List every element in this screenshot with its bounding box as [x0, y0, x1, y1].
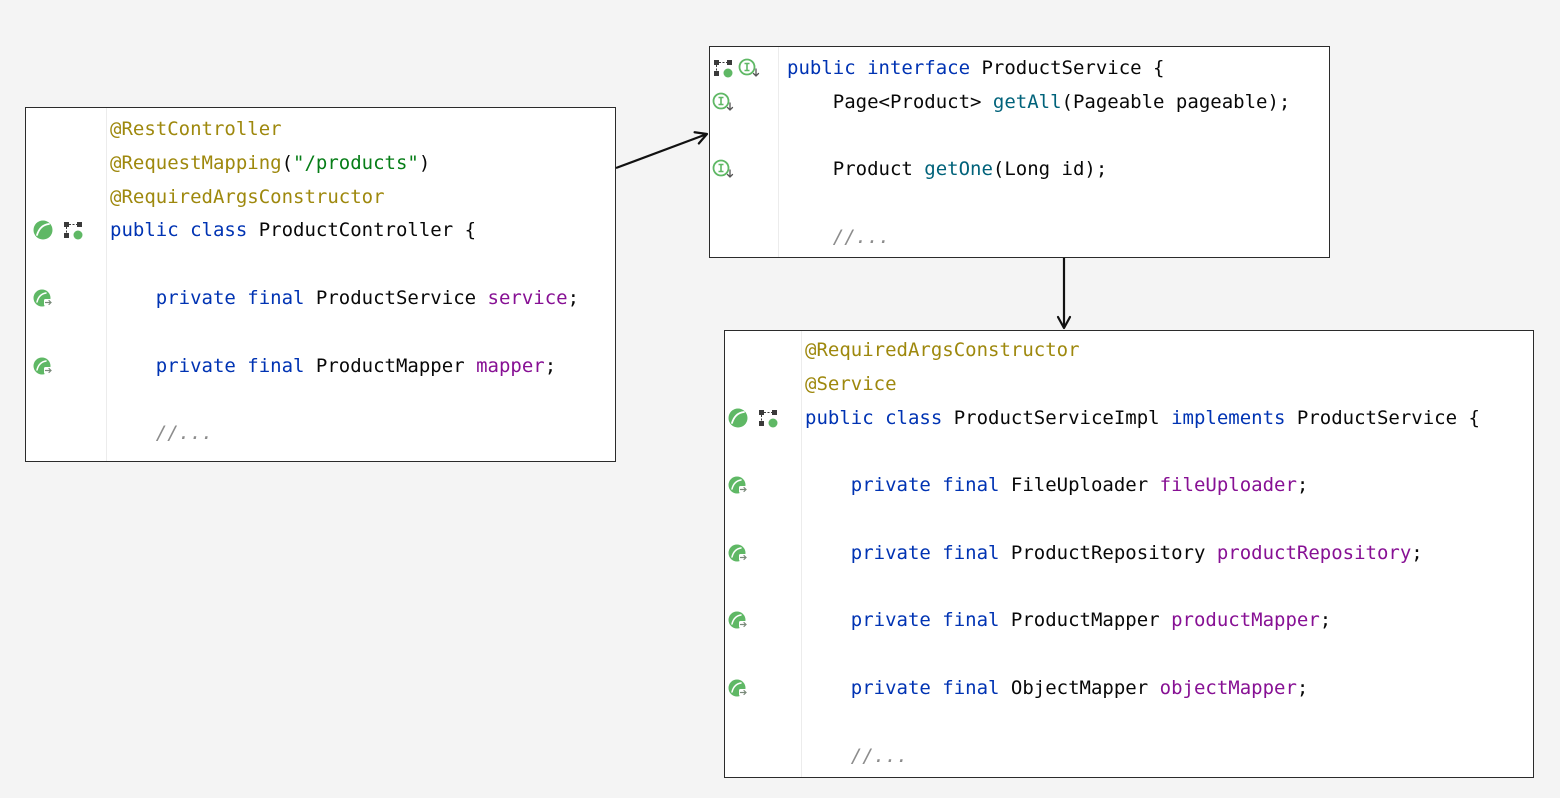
code-token-plain: ProductService {	[1296, 406, 1480, 429]
spring-bean-icon[interactable]	[32, 219, 54, 241]
code-token-plain: ProductMapper	[1010, 609, 1172, 632]
interface-code-panel: public interface ProductService { Page<P…	[709, 46, 1330, 258]
code-line: private final FileUploader fileUploader;	[805, 473, 1309, 497]
implemented-interface-icon[interactable]	[712, 158, 734, 180]
code-token-field: mapper	[476, 354, 545, 377]
code-token-annotation: @RequiredArgsConstructor	[110, 185, 385, 208]
autowired-injection-icon[interactable]	[727, 609, 749, 631]
code-line: @RequestMapping("/products")	[110, 151, 430, 175]
code-token-plain: )	[418, 151, 431, 174]
autowired-injection-icon[interactable]	[727, 542, 749, 564]
code-token-keyword: private	[805, 541, 943, 564]
autowired-injection-icon[interactable]	[32, 355, 54, 377]
code-token-field: service	[487, 287, 568, 309]
code-token-plain: ;	[1319, 609, 1332, 632]
bean-dependency-graph-icon[interactable]	[712, 57, 734, 79]
code-token-annotation: @Service	[805, 372, 897, 395]
code-token-annotation: @RestController	[110, 118, 282, 140]
code-line: //...	[110, 421, 213, 445]
code-token-keyword: private	[805, 609, 943, 632]
code-token-comment: //...	[787, 226, 890, 248]
code-token-keyword: private	[110, 354, 248, 377]
implemented-interface-icon[interactable]	[738, 57, 760, 79]
code-token-plain: ProductService {	[981, 57, 1165, 79]
code-token-method: getOne	[924, 158, 993, 181]
code-token-keyword: private	[110, 287, 248, 309]
code-line: //...	[805, 744, 908, 768]
code-token-plain: (Pageable pageable);	[1061, 90, 1291, 113]
code-token-plain: ObjectMapper	[1010, 677, 1160, 699]
bean-dependency-graph-icon[interactable]	[757, 407, 779, 429]
code-token-plain: FileUploader	[1010, 474, 1160, 497]
controller-code-panel: @RestController @RequestMapping("/product…	[25, 107, 616, 462]
code-line: public class ProductServiceImpl implemen…	[805, 406, 1480, 430]
code-line: public class ProductController {	[110, 218, 476, 242]
code-line: private final ProductMapper mapper;	[110, 354, 556, 378]
code-token-keyword: private	[805, 677, 943, 699]
implemented-interface-icon[interactable]	[712, 91, 734, 113]
autowired-injection-icon[interactable]	[32, 287, 54, 309]
code-token-method: getAll	[992, 90, 1062, 113]
code-line: private final ProductMapper productMappe…	[805, 608, 1332, 632]
code-token-keyword: final	[942, 474, 1011, 497]
bean-dependency-graph-icon[interactable]	[62, 219, 84, 241]
code-token-field: objectMapper	[1159, 677, 1297, 699]
code-line: //...	[787, 225, 890, 249]
code-token-annotation: @RequiredArgsConstructor	[805, 339, 1080, 361]
code-line: private final ProductRepository productR…	[805, 541, 1423, 565]
gutter-separator	[106, 108, 107, 461]
code-line: @RequiredArgsConstructor	[110, 185, 385, 209]
code-line: Page<Product> getAll(Pageable pageable);	[787, 90, 1291, 114]
code-line: private final ProductService service;	[110, 286, 579, 310]
code-token-keyword: class	[190, 219, 259, 242]
code-token-field: productRepository	[1216, 541, 1412, 564]
code-token-comment: //...	[110, 422, 213, 445]
code-token-string: "/products"	[293, 151, 419, 174]
code-token-annotation: @RequestMapping	[110, 151, 282, 174]
code-token-plain: ;	[1296, 474, 1309, 497]
gutter-separator	[801, 331, 802, 777]
code-token-plain: ;	[544, 354, 557, 377]
code-token-plain: (	[281, 151, 294, 174]
autowired-injection-icon[interactable]	[727, 474, 749, 496]
autowired-injection-icon[interactable]	[727, 677, 749, 699]
code-token-plain: ;	[567, 287, 580, 309]
code-line: Product getOne(Long id);	[787, 157, 1108, 181]
code-token-keyword: final	[247, 354, 316, 377]
gutter-separator	[778, 47, 779, 257]
code-token-keyword: final	[942, 677, 1011, 699]
impl-code-panel: @RequiredArgsConstructor @Service public c…	[724, 330, 1534, 778]
code-token-field: productMapper	[1171, 609, 1320, 632]
code-line: @RequiredArgsConstructor	[805, 338, 1080, 362]
code-line: public interface ProductService {	[787, 56, 1165, 80]
code-token-comment: //...	[805, 744, 908, 767]
code-token-keyword: public	[110, 219, 191, 242]
code-token-keyword: final	[247, 287, 316, 309]
code-token-plain: (Long id);	[992, 158, 1108, 181]
code-line: @RestController	[110, 117, 282, 141]
code-token-plain: ProductMapper	[315, 354, 477, 377]
code-token-plain: ProductServiceImpl	[953, 406, 1172, 429]
code-token-plain: ProductRepository	[1010, 541, 1217, 564]
code-token-keyword: class	[885, 406, 954, 429]
code-token-field: fileUploader	[1159, 474, 1297, 497]
code-token-keyword: public	[805, 406, 886, 429]
controller-to-interface-arrow	[615, 131, 709, 170]
code-token-keyword: final	[942, 609, 1011, 632]
code-token-keyword: public	[787, 57, 868, 79]
code-token-keyword: implements	[1171, 406, 1297, 429]
code-line: @Service	[805, 372, 897, 396]
code-token-plain: ;	[1296, 677, 1309, 699]
code-line: private final ObjectMapper objectMapper;	[805, 676, 1309, 700]
code-token-plain: Page<Product>	[787, 90, 993, 113]
code-token-keyword: private	[805, 474, 943, 497]
code-token-plain: Product	[787, 158, 925, 181]
code-token-keyword: interface	[867, 57, 982, 79]
code-token-plain: ProductService	[315, 287, 488, 309]
code-token-plain: ProductController {	[258, 219, 477, 242]
code-token-plain: ;	[1411, 541, 1423, 564]
code-token-keyword: final	[942, 541, 1011, 564]
spring-bean-icon[interactable]	[727, 407, 749, 429]
